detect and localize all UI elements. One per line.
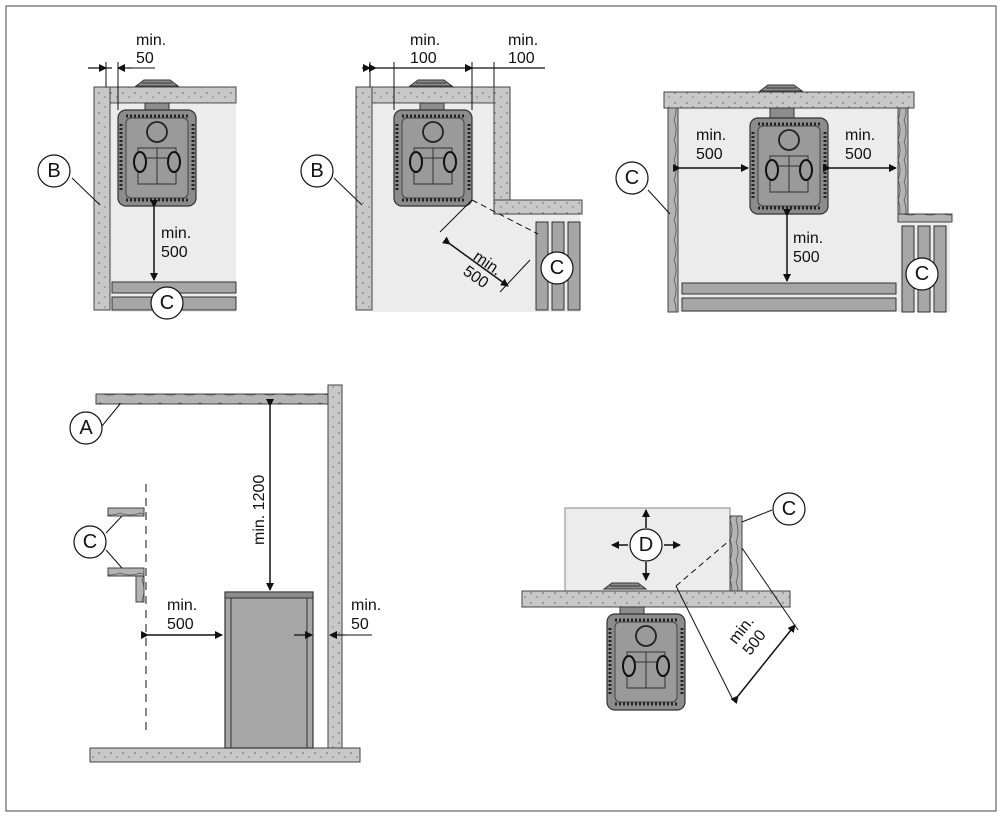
bench-upper bbox=[107, 507, 145, 517]
callout-c-label: C bbox=[782, 498, 796, 520]
callout-c bbox=[540, 251, 574, 285]
callout-c bbox=[615, 161, 649, 195]
stove-top-view bbox=[748, 116, 830, 216]
callout-c bbox=[150, 286, 184, 320]
wood-wall-left bbox=[667, 107, 679, 313]
callout-b bbox=[37, 154, 71, 188]
dim-value-50: 50 bbox=[136, 50, 154, 67]
stone-wall bbox=[521, 590, 791, 608]
stove-side-view bbox=[224, 591, 314, 749]
stone-wall-step bbox=[493, 199, 583, 215]
dim-label-min: min. bbox=[793, 230, 823, 247]
callout-c-label: C bbox=[550, 257, 564, 279]
chimney bbox=[759, 84, 803, 92]
dim-label-min: min. bbox=[351, 597, 381, 614]
dim-value-50: 50 bbox=[351, 616, 369, 633]
chimney bbox=[135, 79, 179, 87]
callout-b bbox=[300, 154, 334, 188]
dim-value-500: 500 bbox=[167, 616, 194, 633]
panel-side-view: min. 1200 min. 500 min. 50 A C bbox=[69, 384, 381, 763]
panel-top-right: min. 500 min. 500 min. 500 C C bbox=[615, 84, 953, 313]
dim-value-500: 500 bbox=[845, 146, 872, 163]
dim-label-min: min. bbox=[845, 127, 875, 144]
wood-wall-right bbox=[897, 107, 909, 215]
wood-ceiling bbox=[95, 393, 329, 405]
bench-lower bbox=[107, 567, 145, 577]
wood-wall-step bbox=[897, 213, 953, 223]
stone-wall-right bbox=[493, 86, 511, 201]
dim-label-min: min. bbox=[161, 225, 191, 242]
dim-value-100: 100 bbox=[508, 50, 535, 67]
dim-label-min: min. bbox=[167, 597, 197, 614]
dim-value-100: 100 bbox=[410, 50, 437, 67]
dim-label-min: min. bbox=[696, 127, 726, 144]
callout-b-label: B bbox=[310, 160, 323, 182]
callout-b-label: B bbox=[47, 160, 60, 182]
stone-wall-top bbox=[663, 91, 915, 109]
dim-label-min: min. bbox=[136, 32, 166, 49]
callout-c bbox=[772, 492, 806, 526]
callout-c-label: C bbox=[160, 292, 174, 314]
dim-label-min: min. bbox=[508, 32, 538, 49]
panel-top-left: min. 500 min. 50 B C bbox=[37, 32, 237, 320]
chimney bbox=[603, 582, 647, 590]
figure-frame bbox=[5, 5, 997, 812]
stone-wall-top bbox=[371, 86, 495, 104]
dim-value-500: 500 bbox=[161, 244, 188, 261]
dimension-arrow bbox=[730, 624, 796, 704]
callout-a bbox=[69, 411, 103, 445]
stove-top-view bbox=[605, 612, 687, 712]
chimney bbox=[409, 79, 453, 87]
bench bbox=[681, 297, 897, 312]
callout-d-label: D bbox=[639, 534, 653, 556]
dim-value-500: 500 bbox=[696, 146, 723, 163]
stone-wall-left bbox=[355, 86, 373, 311]
stone-wall-left bbox=[93, 86, 111, 311]
dim-label-1200: min. 1200 bbox=[251, 475, 268, 545]
panel-top-middle: min. 500 min. 100 min. 100 B C bbox=[300, 32, 583, 312]
callout-c-label: C bbox=[83, 531, 97, 553]
bench bbox=[681, 282, 897, 295]
callout-a-label: A bbox=[79, 417, 93, 439]
dimension-arrow bbox=[441, 236, 509, 287]
stone-wall-top bbox=[109, 86, 237, 104]
stone-floor bbox=[89, 747, 361, 763]
stove-top-view bbox=[116, 108, 198, 208]
dim-value-500: 500 bbox=[793, 249, 820, 266]
wood-wall-right bbox=[729, 515, 743, 593]
callout-d bbox=[629, 528, 663, 562]
callout-c bbox=[905, 257, 939, 291]
callout-c bbox=[73, 525, 107, 559]
callout-c-label: C bbox=[915, 263, 929, 285]
dim-label-min: min. bbox=[410, 32, 440, 49]
stone-wall-right bbox=[327, 384, 343, 750]
callout-c-label: C bbox=[625, 167, 639, 189]
stove-top-view bbox=[392, 108, 474, 208]
panel-bottom-right: min. 500 D C bbox=[521, 492, 806, 712]
